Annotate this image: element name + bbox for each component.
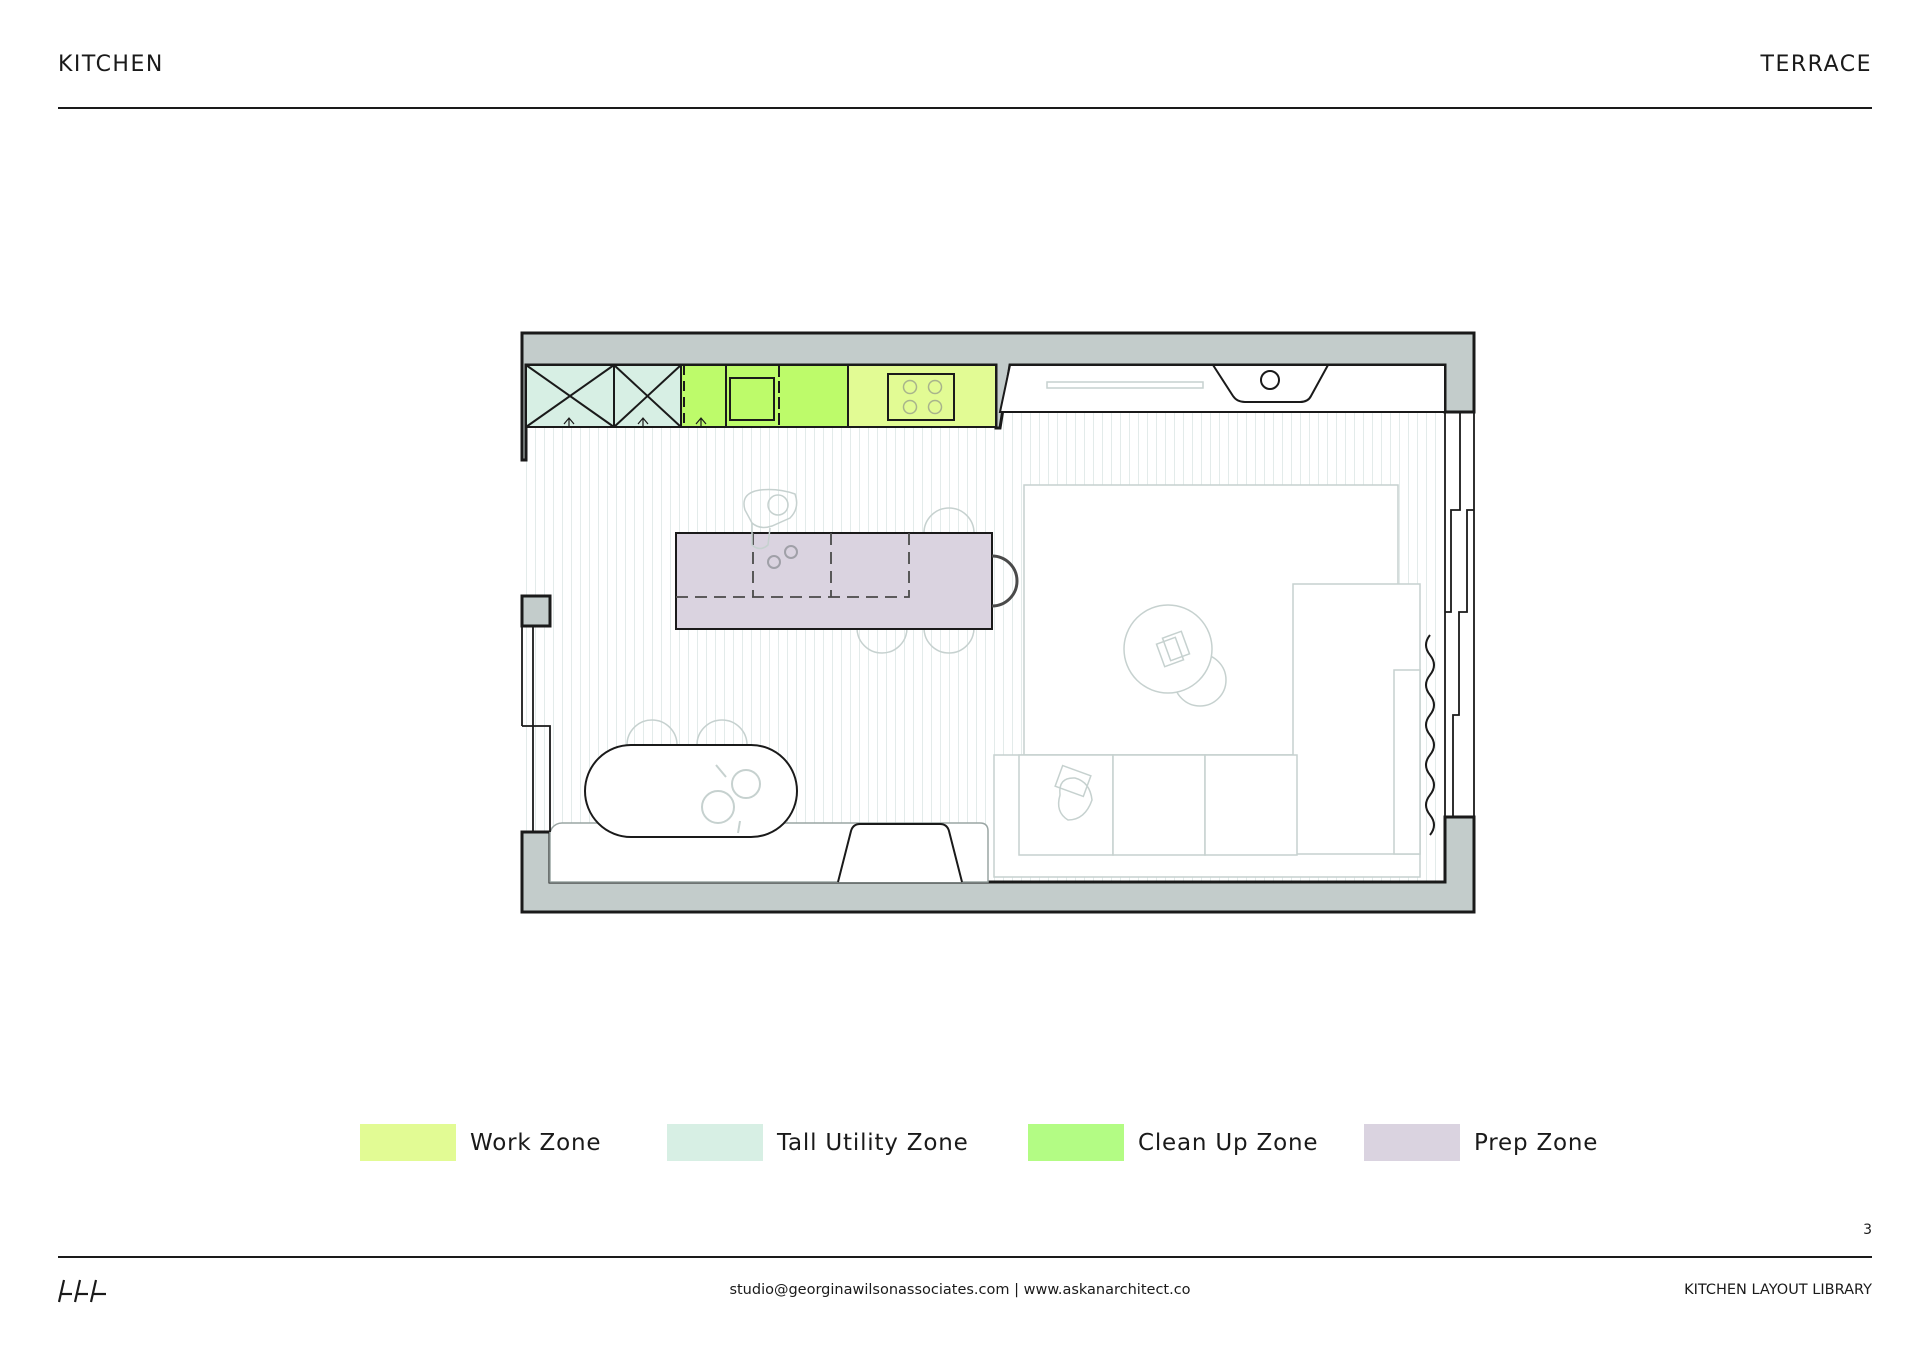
clean-up-zone-swatch bbox=[1028, 1124, 1124, 1161]
page-number: 3 bbox=[1863, 1222, 1872, 1238]
sliding-door bbox=[521, 626, 551, 832]
island-stools bbox=[856, 507, 975, 654]
clean-up-sink-cabinet bbox=[680, 364, 849, 428]
reading-person-icon bbox=[1054, 764, 1093, 821]
person-figure-icon bbox=[743, 488, 798, 550]
curtain bbox=[1425, 634, 1435, 836]
page-title-terrace: TERRACE bbox=[1760, 52, 1872, 77]
dining-table bbox=[584, 744, 798, 838]
zone-legend: Work Zone Tall Utility Zone Clean Up Zon… bbox=[0, 1124, 1920, 1164]
page-title-kitchen: KITCHEN bbox=[58, 52, 164, 77]
legend-label: Clean Up Zone bbox=[1138, 1129, 1319, 1156]
banquette-cushion bbox=[837, 823, 963, 883]
rear-bench-sink bbox=[998, 364, 1446, 413]
legend-work-zone: Work Zone bbox=[360, 1124, 601, 1161]
legend-clean-up-zone: Clean Up Zone bbox=[1028, 1124, 1318, 1161]
prep-zone-swatch bbox=[1364, 1124, 1460, 1161]
dining-chairs bbox=[626, 719, 748, 746]
bifold-doors bbox=[1444, 412, 1475, 817]
footer-contact: studio@georginawilsonassociates.com | ww… bbox=[729, 1282, 1191, 1298]
footer-library-label: KITCHEN LAYOUT LIBRARY bbox=[1684, 1282, 1872, 1298]
sofa bbox=[993, 583, 1421, 878]
legend-label: Tall Utility Zone bbox=[777, 1129, 969, 1156]
coffee-table bbox=[1123, 604, 1227, 707]
legend-tall-utility-zone: Tall Utility Zone bbox=[667, 1124, 969, 1161]
logo-mark-icon bbox=[58, 1279, 106, 1303]
footer-divider bbox=[58, 1256, 1872, 1258]
legend-label: Work Zone bbox=[470, 1129, 602, 1156]
work-zone-swatch bbox=[360, 1124, 456, 1161]
header-divider bbox=[58, 107, 1872, 109]
legend-prep-zone: Prep Zone bbox=[1364, 1124, 1598, 1161]
legend-label: Prep Zone bbox=[1474, 1129, 1599, 1156]
kitchen-island bbox=[675, 532, 1019, 630]
tall-utility-zone-swatch bbox=[667, 1124, 763, 1161]
tall-utility-cabinets bbox=[525, 364, 682, 428]
work-zone-cooktop bbox=[847, 364, 997, 428]
